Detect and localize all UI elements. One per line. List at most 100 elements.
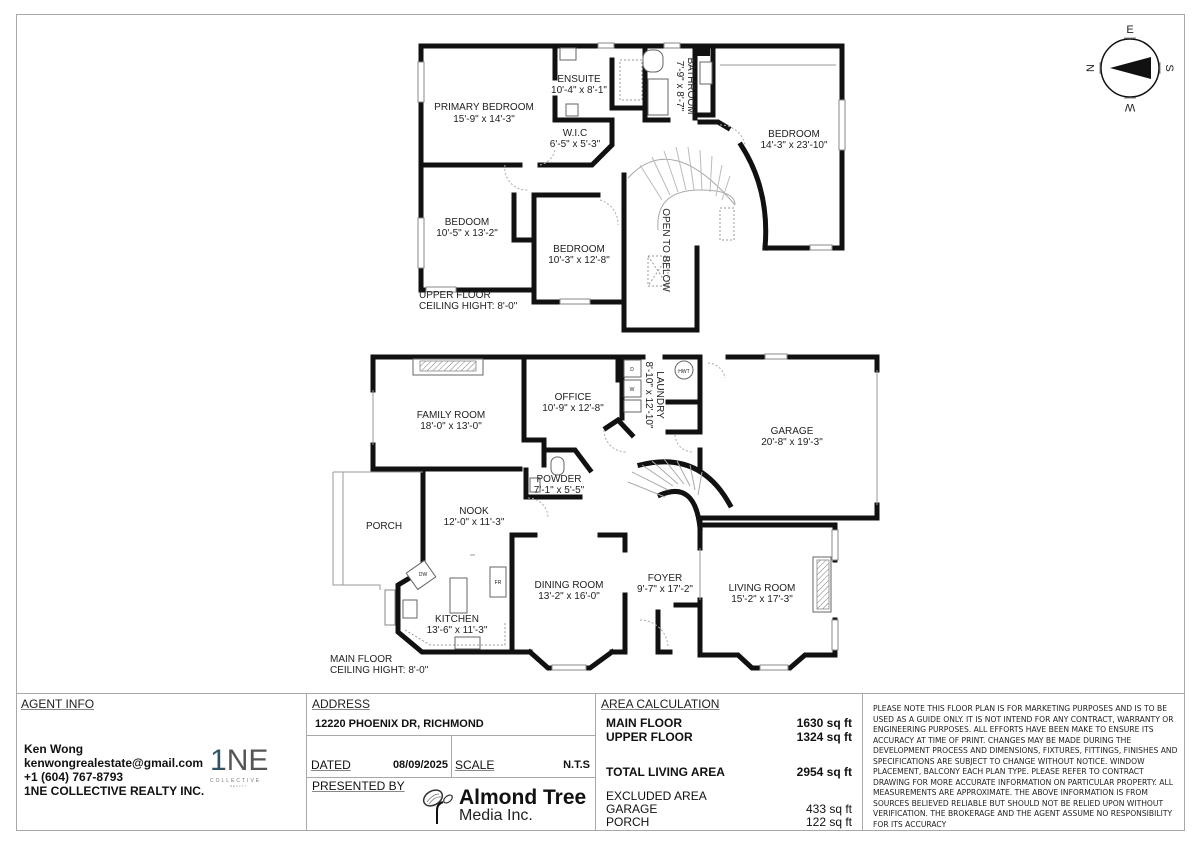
room-kitchen: KITCHEN — [435, 614, 479, 625]
address-header: ADDRESS — [312, 697, 371, 711]
area-porch-value: 122 sq ft — [805, 815, 852, 829]
room-dining-room-dims: 13'-2" x 16'-0" — [538, 591, 600, 602]
area-upper-floor-value: 1324 sq ft — [796, 730, 852, 744]
logo-realty: REALTY — [230, 784, 248, 788]
area-excluded-label: EXCLUDED AREA — [606, 789, 707, 803]
presenter-name-line2: Media Inc. — [459, 807, 533, 824]
presenter-name-line1: Almond Tree — [459, 786, 587, 809]
agent-email: kenwongrealestate@gmail.com — [24, 756, 204, 770]
area-porch-row: PORCH 122 sq ft — [606, 815, 852, 829]
area-total-label: TOTAL LIVING AREA — [606, 765, 725, 779]
agent-company: 1NE COLLECTIVE REALTY INC. — [24, 784, 205, 798]
room-nook-dims: 12'-0" x 11'-3" — [444, 517, 505, 528]
room-wic: W.I.C — [563, 128, 587, 139]
area-main-floor-label: MAIN FLOOR — [606, 716, 682, 730]
scale-value: N.T.S — [563, 759, 590, 771]
area-upper-floor-row: UPPER FLOOR 1324 sq ft — [606, 730, 852, 744]
room-powder: POWDER — [537, 474, 582, 485]
room-bathroom-dims: 7'-9" x 8'-7" — [674, 61, 685, 112]
agent-details: Ken Wong kenwongrealestate@gmail.com +1 … — [24, 742, 204, 798]
page-frame — [16, 14, 1185, 831]
upper-floor: PRIMARY BEDROOM 15'-9" x 14'-3" ENSUITE … — [417, 42, 846, 333]
fixture-hwt: HWT — [678, 369, 689, 375]
room-bedoom-dims: 10'-5" x 13'-2" — [436, 228, 498, 239]
logo-collective: COLLECTIVE — [210, 778, 262, 784]
room-garage-dims: 20'-8" x 19'-3" — [761, 437, 823, 448]
main-floor: FAMILY ROOM 18'-0" x 13'-0" OFFICE 10'-9… — [330, 353, 880, 676]
address-value: 12220 PHOENIX DR, RICHMOND — [315, 718, 484, 730]
logo-ne: NE — [226, 744, 269, 777]
disclaimer-cell: PLEASE NOTE THIS FLOOR PLAN IS FOR MARKE… — [863, 694, 1185, 831]
scale-cell: SCALE N.T.S — [452, 736, 596, 778]
room-living-room-dims: 15'-2" x 17'-3" — [731, 594, 793, 605]
area-excluded-row: EXCLUDED AREA — [606, 789, 852, 803]
room-family-room: FAMILY ROOM — [417, 410, 486, 421]
compass-e: E — [1126, 24, 1133, 36]
main-floor-ceiling: CEILING HIGHT: 8'-0" — [330, 665, 429, 676]
dated-cell: DATED 08/09/2025 — [307, 736, 452, 778]
fixture-fridge: FR — [495, 580, 502, 586]
room-bedroom-east: BEDROOM — [768, 129, 820, 140]
presenter-logo: Almond Tree Media Inc. — [417, 784, 587, 828]
room-ensuite: ENSUITE — [557, 74, 601, 85]
compass-w: W — [1124, 101, 1135, 113]
fixture-dryer: D — [630, 367, 634, 373]
compass-needle-icon — [1110, 57, 1151, 79]
disclaimer-text: PLEASE NOTE THIS FLOOR PLAN IS FOR MARKE… — [873, 704, 1178, 829]
agent-info-header: AGENT INFO — [21, 697, 95, 711]
room-garage: GARAGE — [771, 426, 814, 437]
room-open-to-below: OPEN TO BELOW — [660, 208, 671, 292]
room-bedoom: BEDOOM — [445, 217, 489, 228]
title-block: AGENT INFO Ken Wong kenwongrealestate@gm… — [16, 693, 1185, 831]
area-garage-label: GARAGE — [606, 802, 658, 816]
fixture-dishwasher: DW — [419, 572, 428, 578]
room-office-dims: 10'-9" x 12'-8" — [542, 403, 604, 414]
room-living-room: LIVING ROOM — [729, 583, 796, 594]
room-family-room-dims: 18'-0" x 13'-0" — [420, 421, 482, 432]
scale-label: SCALE — [455, 758, 495, 772]
room-porch: PORCH — [366, 521, 402, 532]
dated-value: 08/09/2025 — [392, 759, 448, 771]
room-bedroom-south-dims: 10'-3" x 12'-8" — [548, 255, 610, 266]
room-primary-bedroom-dims: 15'-9" x 14'-3" — [453, 114, 515, 125]
dated-label: DATED — [311, 758, 351, 772]
fixture-washer: W — [630, 387, 635, 393]
area-total-row: TOTAL LIVING AREA 2954 sq ft — [606, 765, 852, 779]
room-bedroom-south: BEDROOM — [553, 244, 605, 255]
room-foyer: FOYER — [648, 573, 682, 584]
area-porch-label: PORCH — [606, 815, 650, 829]
compass-s: S — [1163, 64, 1175, 71]
date-scale-row: DATED 08/09/2025 SCALE N.T.S — [307, 735, 596, 778]
room-laundry: LAUNDRY — [654, 371, 665, 419]
room-laundry-dims: 8'-10" x 12'-10" — [643, 361, 654, 429]
agent-info-cell: AGENT INFO Ken Wong kenwongrealestate@gm… — [16, 694, 307, 831]
area-calculation-cell: AREA CALCULATION MAIN FLOOR 1630 sq ft U… — [596, 694, 863, 831]
logo-one: 1 — [210, 744, 227, 777]
agent-phone: +1 (604) 767-8793 — [24, 770, 124, 784]
room-ensuite-dims: 10'-4" x 8'-1" — [551, 85, 607, 96]
upper-floor-ceiling: CEILING HIGHT: 8'-0" — [419, 301, 518, 312]
agent-name: Ken Wong — [24, 742, 84, 756]
almond-tree-icon — [422, 789, 453, 824]
area-main-floor-row: MAIN FLOOR 1630 sq ft — [606, 716, 852, 730]
area-main-floor-value: 1630 sq ft — [796, 716, 852, 730]
room-office: OFFICE — [555, 392, 592, 403]
brokerage-logo: 1NE COLLECTIVE REALTY — [210, 746, 280, 798]
room-primary-bedroom: PRIMARY BEDROOM — [434, 102, 534, 113]
room-kitchen-dims: 13'-6" x 11'-3" — [427, 625, 488, 636]
room-dining-room: DINING ROOM — [535, 580, 604, 591]
area-total-value: 2954 sq ft — [796, 765, 852, 779]
presented-by-label: PRESENTED BY — [312, 779, 405, 793]
compass-rose: E W N S — [1085, 24, 1175, 113]
area-upper-floor-label: UPPER FLOOR — [606, 730, 693, 744]
compass-n: N — [1085, 64, 1097, 72]
room-bathroom: BATHROOM — [685, 57, 696, 114]
area-garage-row: GARAGE 433 sq ft — [606, 802, 852, 816]
upper-floor-label: UPPER FLOOR — [419, 290, 491, 301]
area-garage-value: 433 sq ft — [805, 802, 852, 816]
room-nook: NOOK — [459, 506, 489, 517]
area-header: AREA CALCULATION — [601, 697, 720, 711]
room-powder-dims: 7'-1" x 5'-5" — [534, 485, 585, 496]
room-foyer-dims: 9'-7" x 17'-2" — [637, 584, 693, 595]
